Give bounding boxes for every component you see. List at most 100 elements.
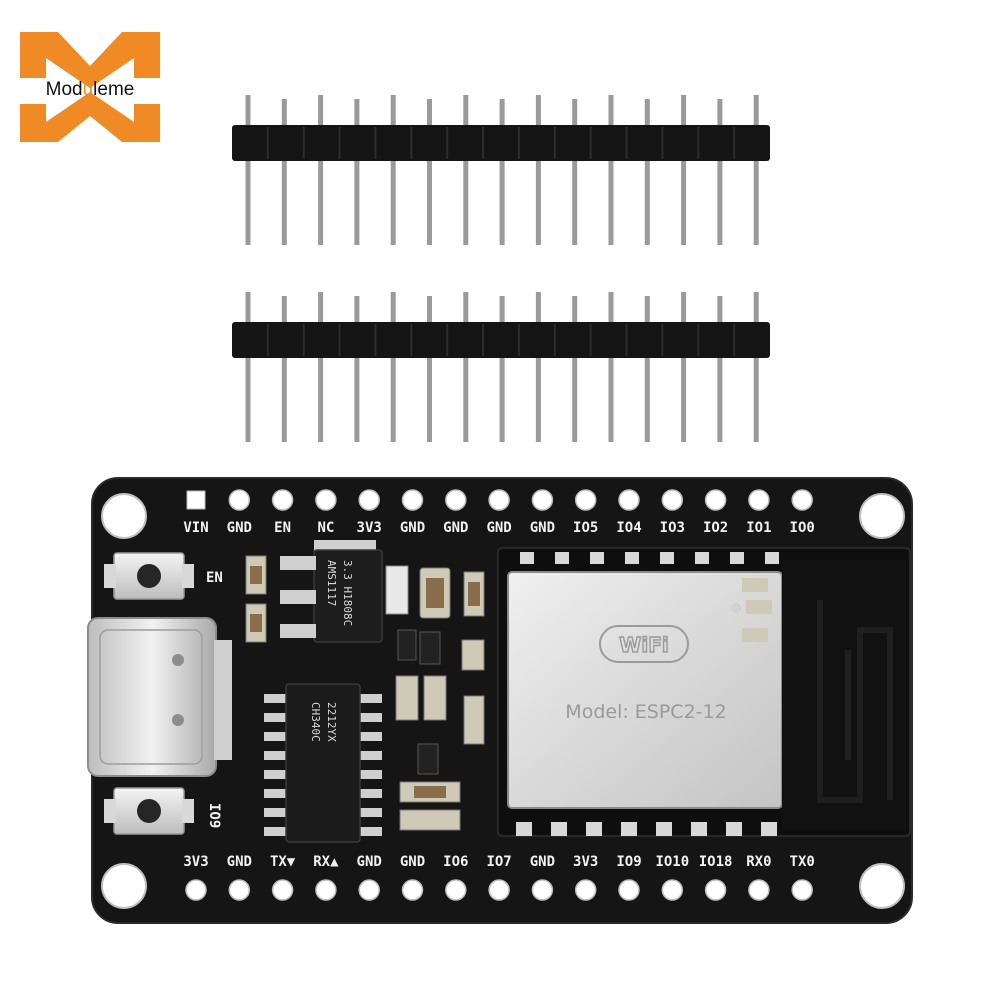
pin-pad <box>791 489 813 511</box>
header-housing <box>232 322 770 358</box>
pin-label: VIN <box>183 520 208 536</box>
pin-pad <box>661 879 684 901</box>
ic-leg <box>358 751 382 760</box>
module-pad <box>761 822 777 836</box>
pin-pad <box>618 879 640 901</box>
module-pad <box>691 822 707 836</box>
header-pin <box>681 292 687 442</box>
header-divider <box>302 324 305 356</box>
ic-leg <box>358 827 382 836</box>
header-divider <box>446 127 449 159</box>
pin-label: GND <box>400 520 425 536</box>
pin-pad <box>358 489 380 511</box>
logo-mark-icon <box>20 32 160 142</box>
header-pin <box>572 99 578 245</box>
pin-label: GND <box>357 854 382 870</box>
header-divider <box>625 127 628 159</box>
pin-pad <box>401 879 424 901</box>
module-passives <box>731 578 772 642</box>
brand-logo: Moduleme <box>20 32 160 142</box>
voltage-regulator: AMS1117 3.3 H1808C <box>280 540 383 643</box>
header-divider <box>374 127 377 159</box>
header-divider <box>553 127 556 159</box>
header-divider <box>553 324 556 356</box>
pin-pad <box>445 879 467 901</box>
ic-leg <box>264 808 288 817</box>
pin-label: GND <box>530 854 555 870</box>
antenna-trace-icon <box>817 600 893 803</box>
module-model-label: Model: ESPC2-12 <box>565 701 726 723</box>
header-pin <box>608 95 614 245</box>
module-pad <box>625 552 639 564</box>
logo-m-top <box>20 32 160 88</box>
header-pin <box>644 296 650 442</box>
pin-label: IO4 <box>616 520 641 536</box>
header-divider <box>697 127 700 159</box>
module-pad <box>621 822 637 836</box>
header-pin <box>499 99 505 245</box>
pin-label: GND <box>227 854 252 870</box>
module-pad <box>656 822 672 836</box>
ic-leg <box>264 770 288 779</box>
header-divider <box>410 324 413 356</box>
header-pin <box>753 95 759 245</box>
module-pad <box>660 552 674 564</box>
top-pin-pads <box>186 489 813 511</box>
ic-leg <box>358 694 382 703</box>
io9-button[interactable]: IO9 <box>104 787 222 835</box>
ic-leg <box>358 808 382 817</box>
logo-w-bottom <box>20 92 160 142</box>
pin-pad <box>748 879 770 901</box>
regulator-label-2: 3.3 H1808C <box>341 560 354 626</box>
pin-label: IO3 <box>660 520 685 536</box>
regulator-label-1: AMS1117 <box>325 560 338 606</box>
smd-components <box>245 555 485 831</box>
pin-pad <box>445 489 467 511</box>
header-divider <box>374 324 377 356</box>
pin-pad <box>271 489 294 511</box>
pin-label: GND <box>400 854 425 870</box>
module-pad <box>765 552 779 564</box>
header-divider <box>589 324 592 356</box>
header-row <box>232 292 770 442</box>
usb-chip-label-1: CH340C <box>309 702 322 742</box>
wifi-logo-text: WiFi <box>619 633 668 657</box>
ic-leg <box>264 713 288 722</box>
header-divider <box>302 127 305 159</box>
header-pin <box>281 296 287 442</box>
pin-label: IO2 <box>703 520 728 536</box>
pin-label: RX0 <box>746 854 771 870</box>
header-pin <box>318 292 324 442</box>
module-pad <box>516 822 532 836</box>
header-pin <box>354 99 360 245</box>
push-button-icon <box>137 564 161 588</box>
pin-label: GND <box>530 520 555 536</box>
usb-serial-chip: CH340C 2212YX <box>264 683 382 843</box>
header-divider <box>482 127 485 159</box>
header-pin <box>390 95 396 245</box>
module-pad <box>695 552 709 564</box>
pin-pad <box>704 879 727 901</box>
header-pin <box>427 99 432 245</box>
header-pin <box>681 95 687 245</box>
header-divider <box>482 324 485 356</box>
pin-label: IO9 <box>616 854 641 870</box>
pin-label: IO0 <box>790 520 815 536</box>
pin-label: IO18 <box>699 854 733 870</box>
header-pin <box>463 292 469 442</box>
pin-label: 3V3 <box>183 854 208 870</box>
usb-chip-label-2: 2212YX <box>325 702 338 742</box>
usb-c-connector <box>87 617 232 777</box>
pin-label: GND <box>486 520 511 536</box>
en-button-label: EN <box>206 570 223 586</box>
mounting-holes <box>101 493 905 909</box>
header-pin <box>427 296 432 442</box>
header-housing <box>232 125 770 161</box>
pin-label: TX▼ <box>270 854 296 870</box>
header-divider <box>733 127 736 159</box>
en-button[interactable]: EN <box>104 552 223 600</box>
pin-pad-square <box>186 490 206 510</box>
pin-pad <box>488 489 510 511</box>
